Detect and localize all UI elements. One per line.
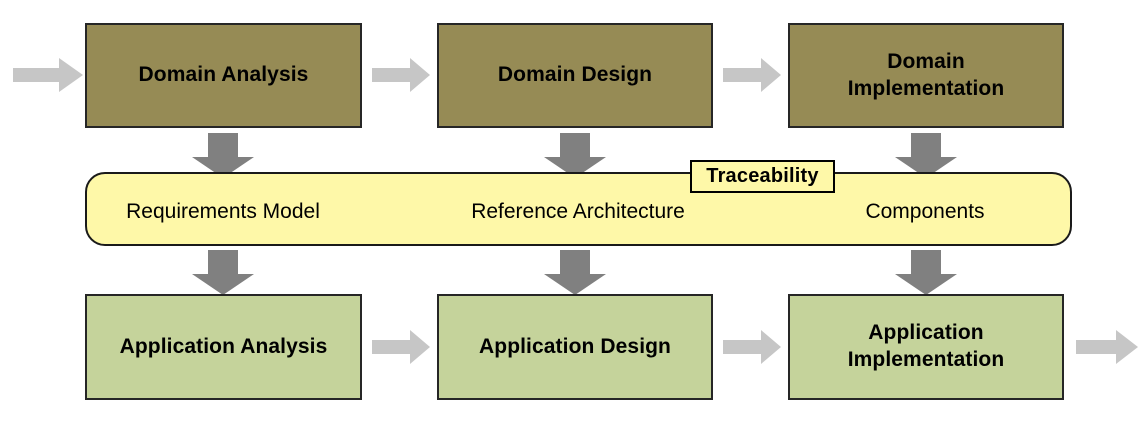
box-domain-design-label: Domain Design <box>497 63 653 87</box>
arrow-down-domain-design-to-reference-architecture <box>544 133 606 178</box>
box-domain-implementation[interactable]: Domain Implementation <box>788 23 1064 128</box>
band-label-components: Components <box>865 200 985 223</box>
box-application-design[interactable]: Application Design <box>437 294 713 400</box>
traceability-callout-label: Traceability <box>706 165 819 187</box>
arrow-domain-analysis-to-design <box>372 58 430 92</box>
arrow-domain-design-to-implementation <box>723 58 781 92</box>
box-application-analysis[interactable]: Application Analysis <box>85 294 362 400</box>
box-domain-implementation-label: Domain Implementation <box>847 49 1005 100</box>
box-application-design-label: Application Design <box>479 334 671 358</box>
box-application-analysis-label: Application Analysis <box>119 334 328 358</box>
arrow-application-exit <box>1076 330 1138 364</box>
arrow-down-domain-implementation-to-components <box>895 133 957 178</box>
traceability-band[interactable] <box>85 172 1072 246</box>
box-domain-analysis-label: Domain Analysis <box>138 63 309 87</box>
box-application-implementation[interactable]: Application Implementation <box>788 294 1064 400</box>
arrow-application-analysis-to-design <box>372 330 430 364</box>
box-domain-design[interactable]: Domain Design <box>437 23 713 128</box>
arrow-down-components-to-application-implementation <box>895 250 957 295</box>
band-label-reference-architecture: Reference Architecture <box>471 200 685 223</box>
traceability-callout[interactable]: Traceability <box>690 160 835 193</box>
arrow-down-reference-architecture-to-application-design <box>544 250 606 295</box>
box-application-implementation-label: Application Implementation <box>847 321 1005 371</box>
arrow-domain-entry <box>13 58 83 92</box>
band-label-requirements-model: Requirements Model <box>126 200 320 223</box>
arrow-down-requirements-model-to-application-analysis <box>192 250 254 295</box>
arrow-down-domain-analysis-to-requirements-model <box>192 133 254 178</box>
arrow-application-design-to-implementation <box>723 330 781 364</box>
box-domain-analysis[interactable]: Domain Analysis <box>85 23 362 128</box>
